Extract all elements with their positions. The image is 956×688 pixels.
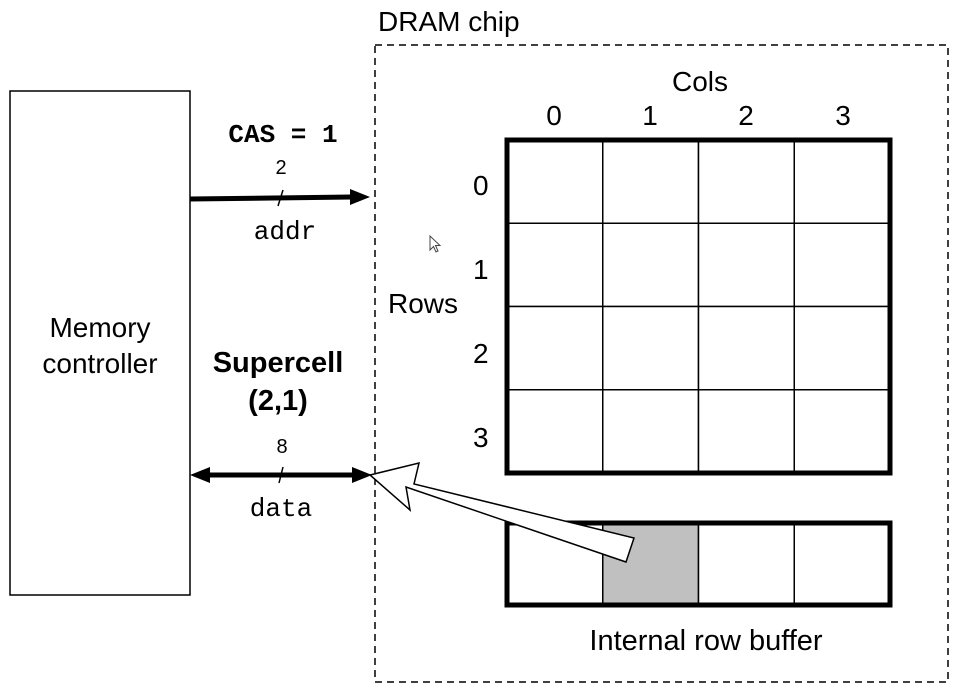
rows-axis-label: Rows	[388, 288, 459, 319]
col-index: 1	[642, 100, 658, 131]
dram-cell	[602, 389, 700, 474]
row-buffer-cell	[793, 522, 891, 606]
col-index: 3	[835, 100, 851, 131]
dram-cell	[793, 389, 891, 474]
supercell-transfer-arrow	[368, 461, 635, 563]
data-bus-label: data	[249, 494, 313, 524]
bus-width-tick	[277, 189, 284, 207]
row-buffer-cell	[697, 522, 795, 606]
memory-controller-box	[9, 90, 191, 596]
dram-cell	[602, 139, 700, 224]
dram-cell	[697, 139, 795, 224]
row-buffer-label: Internal row buffer	[589, 625, 823, 657]
memory-controller-label-line1: Memory	[49, 312, 151, 343]
addr-bus-width: 2	[275, 157, 287, 179]
row-index: 1	[473, 254, 489, 285]
col-index: 0	[546, 100, 562, 131]
dram-cell	[506, 139, 604, 224]
dram-array-grid	[504, 137, 893, 476]
memory-controller-label-line2: controller	[42, 348, 158, 379]
memory-controller-label: Memory controller	[10, 310, 190, 382]
supercell-label-line2: (2,1)	[248, 385, 308, 417]
dram-cell	[793, 305, 891, 391]
dram-cell	[793, 139, 891, 224]
supercell-label: Supercell (2,1)	[213, 344, 344, 420]
addr-bus-arrow	[189, 189, 370, 207]
dram-cell	[697, 389, 795, 474]
dram-cell	[602, 305, 700, 391]
cols-axis-label: Cols	[671, 66, 729, 97]
row-index: 0	[473, 170, 489, 201]
mouse-cursor-icon	[429, 234, 442, 253]
dram-cell	[697, 305, 795, 391]
dram-cell	[697, 222, 795, 308]
bus-width-tick	[278, 466, 284, 484]
dram-array-border	[504, 137, 893, 476]
cas-signal-label: CAS = 1	[228, 120, 338, 150]
dram-cell	[506, 389, 604, 474]
col-index: 2	[738, 100, 754, 131]
row-index: 3	[473, 422, 489, 453]
dram-chip-title: DRAM chip	[378, 6, 520, 37]
row-index: 2	[473, 338, 489, 369]
data-bus-arrow	[190, 466, 372, 484]
dram-cell	[793, 222, 891, 308]
data-bus-width: 8	[276, 436, 288, 458]
row-buffer-border	[504, 520, 893, 608]
dram-cell	[602, 222, 700, 308]
dram-cell	[506, 222, 604, 308]
supercell-label-line1: Supercell	[212, 347, 344, 379]
internal-row-buffer	[504, 520, 893, 608]
addr-bus-label: addr	[253, 217, 317, 247]
dram-cell	[506, 305, 604, 391]
dram-chip-boundary	[374, 44, 949, 683]
